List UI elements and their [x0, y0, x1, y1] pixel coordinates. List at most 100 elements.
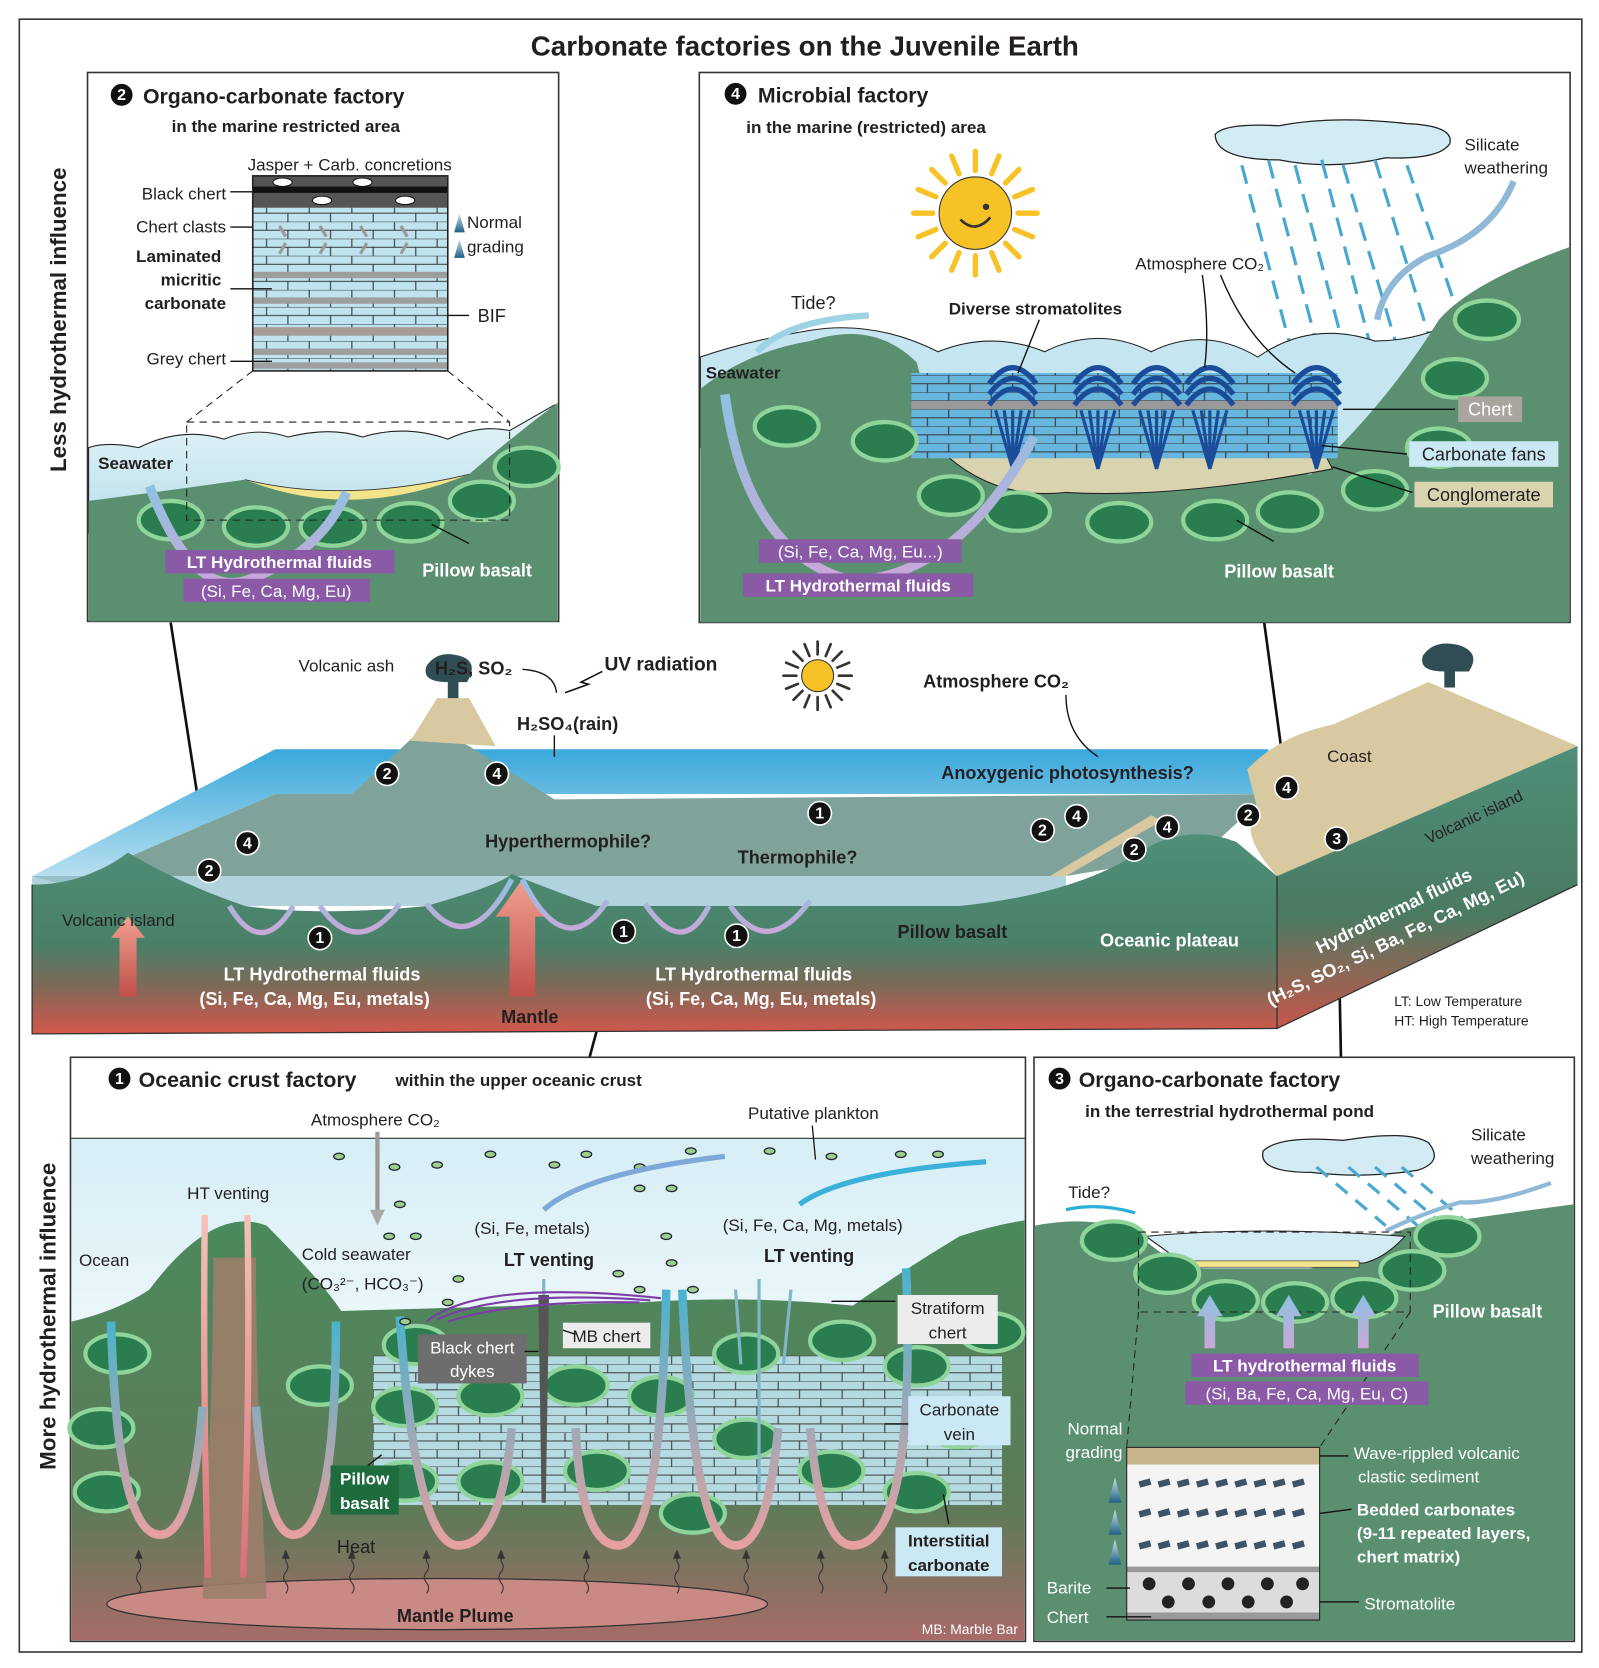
mantle-plume	[106, 1577, 769, 1631]
plankton-icon	[399, 1317, 412, 1326]
carbonate-chip	[1176, 1540, 1190, 1550]
plankton-icon	[548, 1161, 561, 1169]
panel2-title: Organo-carbonate factory	[143, 84, 405, 108]
sun-icon	[910, 148, 1040, 278]
carbonate-chip	[1215, 1540, 1229, 1550]
interstitial-carbonate-box	[895, 1527, 1003, 1577]
carbonate-chip	[1157, 1478, 1171, 1488]
stromatolite-icon	[1280, 1595, 1293, 1609]
figure-title: Carbonate factories on the Juvenile Eart…	[531, 30, 1079, 61]
stromatolite-label: Stromatolite	[1364, 1594, 1455, 1613]
sun-ray	[915, 186, 939, 200]
panel2-zoom-lines	[186, 370, 510, 423]
panel-organo-carbonate-marine: 2 Organo-carbonate factory in the marine…	[86, 71, 561, 623]
mb-note-label: MB: Marble Bar	[922, 1621, 1019, 1637]
factory-marker-number: 3	[1332, 831, 1341, 848]
factory-marker-number: 4	[243, 835, 252, 852]
lt-fluid-loops-block	[227, 878, 813, 936]
panel4-tide-label: Tide?	[791, 293, 836, 313]
factory-marker-number: 2	[205, 863, 214, 880]
carbonate-chip	[1195, 1508, 1209, 1518]
panel4-carbonate-layers	[911, 373, 1338, 459]
carbonate-vein-box	[908, 1396, 1011, 1446]
carbonate-ions-label: (CO₃²⁻, HCO₃⁻)	[302, 1275, 424, 1294]
sun-ray	[949, 153, 962, 177]
carbonate-chip	[1215, 1478, 1229, 1488]
carbonate-chip	[1291, 1508, 1305, 1518]
panel3-chert-label: Chert	[1047, 1608, 1089, 1627]
factory-marker: 2	[1029, 817, 1056, 843]
black-chert-dykes-box	[417, 1334, 527, 1384]
panel2-label-arrows	[230, 191, 470, 363]
panel4-stromatolites-label: Diverse stromatolites	[949, 299, 1122, 318]
sun-ray	[792, 650, 804, 662]
ocean-back-wall	[32, 749, 1269, 885]
block-atmosphere-label: Atmosphere CO₂	[923, 671, 1069, 691]
sun-ray	[1012, 226, 1036, 240]
factory-marker: 2	[374, 761, 400, 787]
sun-ray	[915, 226, 939, 240]
silicate-weathering-arrow-3	[1384, 1181, 1552, 1233]
factory-marker: 4	[484, 761, 510, 787]
bedded-carbonates-label: Bedded carbonates(9-11 repeated layers,c…	[1357, 1501, 1530, 1567]
coast-land	[1247, 682, 1578, 877]
more-hydrothermal-axis-label: More hydrothermal influence	[36, 1163, 61, 1470]
thermophile-label: Thermophile?	[738, 847, 858, 867]
factory-marker: 2	[1235, 802, 1261, 828]
carbonate-chip	[1253, 1508, 1267, 1518]
stromatolite-shape	[1184, 365, 1236, 470]
carbonate-chip	[1176, 1508, 1190, 1518]
carbonate-chip	[1195, 1478, 1209, 1488]
sun-ray	[784, 682, 800, 691]
block-front-face	[32, 834, 1277, 1034]
stratiform-chert-box	[897, 1294, 998, 1344]
factory-marker-number: 1	[619, 924, 628, 941]
stromatolite-icon	[1296, 1577, 1309, 1591]
plankton-icon	[763, 1147, 776, 1155]
plankton-icon	[452, 1275, 465, 1283]
seafloor-surface	[32, 724, 1269, 885]
factory-marker-number: 4	[1282, 780, 1291, 797]
less-hydrothermal-axis-label: Less hydrothermal influence	[46, 167, 71, 472]
panel3-pillow-label: Pillow basalt	[1433, 1301, 1543, 1321]
panel3-number-badge: 3	[1047, 1066, 1073, 1092]
svg-text:3: 3	[1055, 1071, 1064, 1088]
factory-marker-number: 2	[1130, 842, 1139, 859]
pillow-basalt-shape	[221, 505, 291, 548]
panel4-fluids-box	[743, 573, 974, 597]
mantle-upwelling-arrows	[110, 879, 550, 997]
sun-ray	[928, 166, 948, 186]
heat-arrow	[349, 1556, 355, 1594]
stromatolite-icon	[1260, 1577, 1274, 1591]
jasper-label: Jasper + Carb. concretions	[248, 156, 452, 175]
factory-marker-number: 1	[315, 930, 324, 947]
barite-label: Barite	[1047, 1578, 1092, 1597]
panel3-fluids-label: LT hydrothermal fluids	[1213, 1357, 1396, 1376]
block-pillow-label: Pillow basalt	[898, 922, 1008, 942]
sun-ray	[928, 240, 948, 260]
pillow-basalt-shape	[1181, 498, 1250, 542]
plankton-icon	[333, 1152, 346, 1161]
carbonate-chip	[1176, 1478, 1190, 1488]
volcano-left-cone	[410, 698, 496, 747]
heat-arrow	[818, 1556, 824, 1594]
carbonate-chip	[1215, 1508, 1229, 1518]
factory-marker-number: 4	[492, 766, 501, 783]
panel4-elements-box	[758, 539, 962, 563]
bif-label: BIF	[478, 306, 506, 326]
volcano-plume-left	[425, 654, 472, 699]
carbonate-chip	[1157, 1508, 1171, 1518]
sun-ray	[1012, 186, 1036, 200]
panel2-fluids-label: LT Hydrothermal fluids	[187, 553, 372, 572]
heat-arrows	[134, 1549, 889, 1594]
block-fluids-right-label: LT Hydrothermal fluids	[655, 965, 852, 985]
panel3-stratigraphic-column	[1126, 1446, 1321, 1621]
heat-label: Heat	[337, 1537, 375, 1557]
oceanic-plateau-ridge	[1049, 815, 1162, 877]
